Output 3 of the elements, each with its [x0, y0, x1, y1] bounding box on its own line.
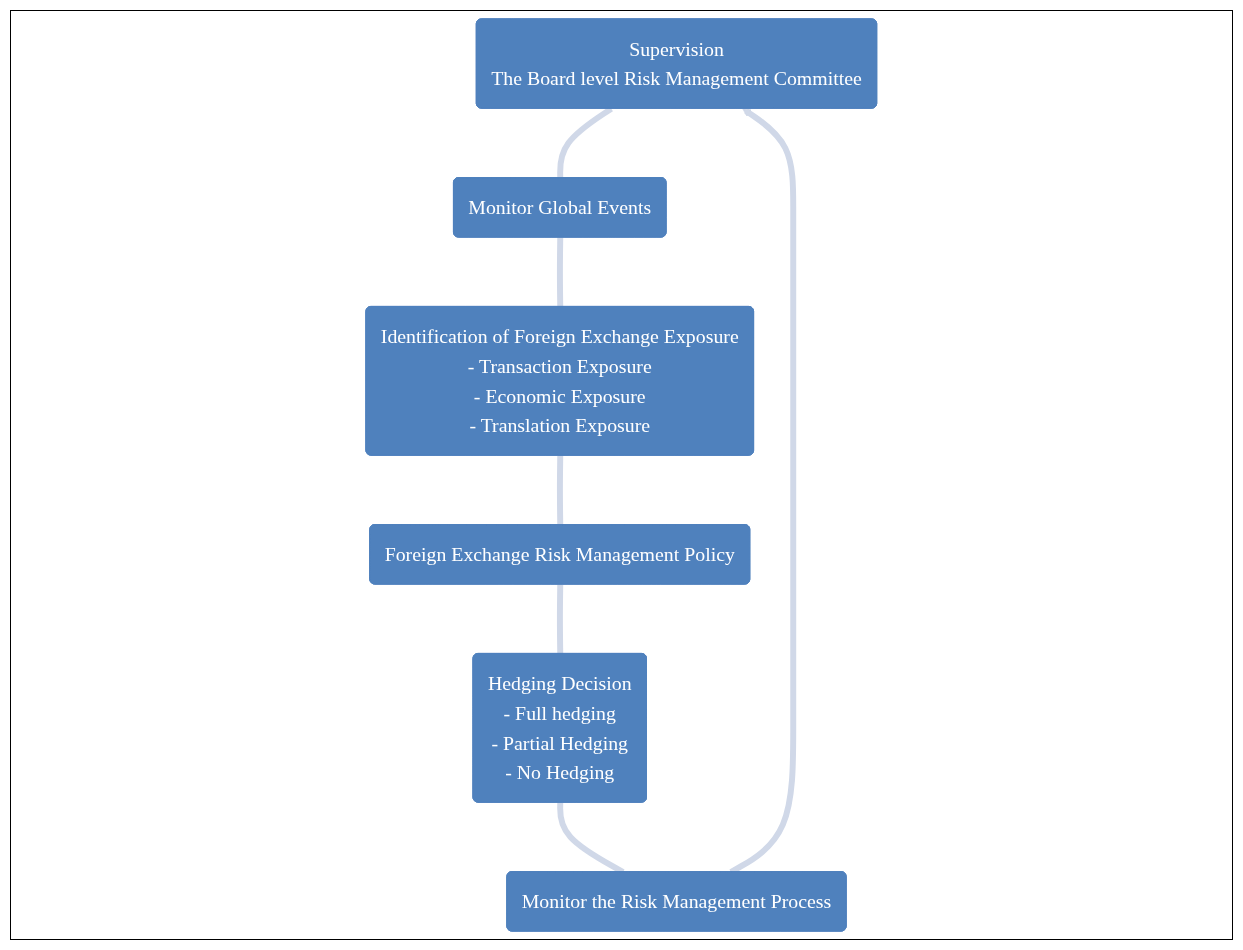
connector — [557, 455, 564, 526]
connector — [557, 584, 564, 654]
connector — [557, 237, 564, 307]
